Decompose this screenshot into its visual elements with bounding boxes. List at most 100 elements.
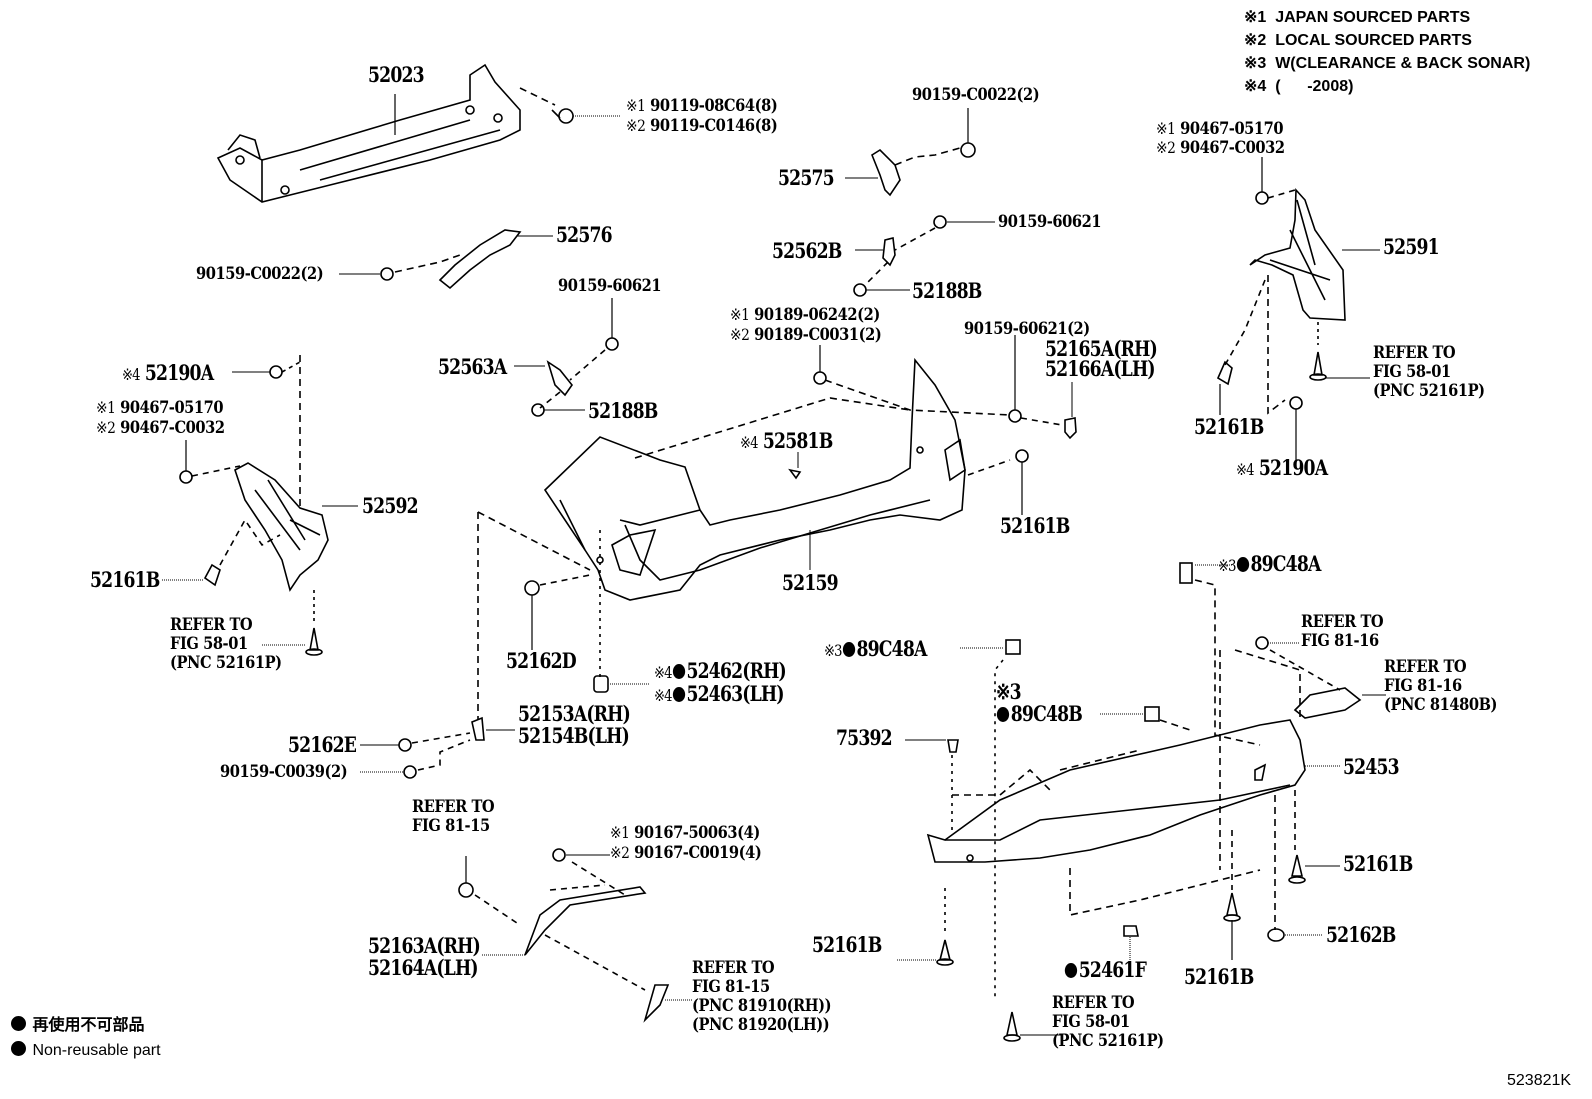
dash-52162e (411, 732, 471, 744)
bracket-52562b (882, 237, 896, 267)
label-refer-58-01-left[interactable]: REFER TO FIG 58-01 (PNC 52161P) (170, 615, 282, 673)
label-52575[interactable]: 52575 (778, 165, 835, 190)
label-52166a[interactable]: 52166A(LH) (1045, 356, 1156, 381)
clip-52161b-r2-icon (1223, 892, 1241, 922)
label-52190a-left[interactable]: ※4 52190A (122, 360, 214, 385)
label-90467-right-jp[interactable]: ※1 90467-05170 (1156, 119, 1284, 139)
label-52563a[interactable]: 52563A (438, 354, 507, 379)
mudguard-52592 (234, 462, 329, 592)
label-52163a[interactable]: 52163A(RH) (368, 933, 481, 958)
dash-52190a-l (281, 361, 301, 373)
dash-52576 (394, 254, 461, 273)
label-90189-jp[interactable]: ※1 90189-06242(2) (730, 305, 880, 325)
label-90119-jp[interactable]: ※1 90119-08C64(8) (626, 96, 778, 116)
label-90159-60621-2[interactable]: 90159-60621(2) (964, 319, 1090, 339)
dash-fig-81-15 (474, 894, 521, 926)
label-52153a[interactable]: 52153A(RH) (518, 701, 631, 726)
label-52161b-right[interactable]: 52161B (1194, 414, 1264, 439)
pad-52581b (788, 468, 802, 480)
clip-52161p-left-icon (305, 627, 323, 656)
dash-52563a (539, 349, 606, 409)
label-52161b-r1[interactable]: 52161B (1343, 851, 1413, 876)
dash-89c48a-lower (994, 659, 1004, 1000)
label-90159-c0022-left[interactable]: 90159-C0022(2) (196, 264, 324, 284)
label-52591[interactable]: 52591 (1383, 234, 1440, 259)
label-refer-81-16-b[interactable]: REFER TO FIG 81-16 (PNC 81480B) (1384, 657, 1497, 715)
legend-item-en: Non-reusable part (10, 1038, 161, 1063)
label-52592[interactable]: 52592 (362, 493, 419, 518)
label-52461f[interactable]: 52461F (1064, 959, 1147, 981)
label-52190a-right[interactable]: ※4 52190A (1236, 455, 1328, 480)
label-90467-left-local[interactable]: ※2 90467-C0032 (96, 418, 225, 438)
label-52161b-low[interactable]: 52161B (812, 932, 882, 957)
label-90159-c0039[interactable]: 90159-C0039(2) (220, 762, 348, 782)
bolt-90159-c0022-left-icon (380, 267, 394, 281)
label-52161b-mid[interactable]: 52161B (1000, 513, 1070, 538)
label-52159[interactable]: 52159 (782, 570, 839, 595)
bracket-52163a (524, 886, 647, 956)
nut-90167-icon (552, 848, 566, 862)
legend: 再使用不可部品 Non-reusable part (10, 1013, 161, 1063)
label-52162d[interactable]: 52162D (506, 648, 577, 673)
clip-52161p-low-icon (1003, 1011, 1021, 1042)
bumper-cover-52159 (543, 357, 966, 601)
label-52165a[interactable]: 52165A(RH) (1045, 336, 1158, 361)
label-90467-left-jp[interactable]: ※1 90467-05170 (96, 398, 224, 418)
mudguard-52591 (1249, 187, 1346, 321)
label-refer-58-01-right[interactable]: REFER TO FIG 58-01 (PNC 52161P) (1373, 343, 1485, 401)
label-52188b-b[interactable]: 52188B (588, 398, 658, 423)
label-90167-jp[interactable]: ※1 90167-50063(4) (610, 823, 760, 843)
label-75392[interactable]: 75392 (836, 725, 893, 750)
label-52453[interactable]: 52453 (1343, 754, 1400, 779)
label-refer-81-16-a[interactable]: REFER TO FIG 81-16 (1301, 612, 1384, 651)
label-52161b-left[interactable]: 52161B (90, 567, 160, 592)
label-90159-60621-a[interactable]: 90159-60621 (998, 212, 1102, 232)
label-refer-81-15-reflector[interactable]: REFER TO FIG 81-15 (PNC 81910(RH)) (PNC … (692, 958, 832, 1035)
label-90189-local[interactable]: ※2 90189-C0031(2) (730, 325, 882, 345)
label-90159-60621-b[interactable]: 90159-60621 (558, 276, 662, 296)
clip-90189-icon (813, 371, 827, 385)
label-52581b[interactable]: ※4 52581B (740, 428, 833, 453)
clip-52190a-right-icon (1289, 396, 1303, 410)
label-89c48b[interactable]: 89C48B (996, 703, 1083, 725)
dash-81480b (1269, 649, 1341, 691)
label-refer-81-15-top[interactable]: REFER TO FIG 81-15 (412, 797, 495, 836)
label-89c48b-mark: ※3 (996, 679, 1022, 704)
dash-81-16 (1234, 649, 1301, 720)
non-reusable-dot-icon (996, 707, 1010, 722)
label-52023[interactable]: 52023 (368, 62, 425, 87)
label-52162e[interactable]: 52162E (288, 732, 357, 757)
label-90467-right-local[interactable]: ※2 90467-C0032 (1156, 138, 1285, 158)
label-52162b[interactable]: 52162B (1326, 922, 1396, 947)
label-52161b-r2[interactable]: 52161B (1184, 964, 1254, 989)
label-52164a[interactable]: 52164A(LH) (368, 955, 479, 980)
pad-52461f (1123, 925, 1139, 937)
clip-52162d-icon (524, 580, 540, 596)
label-52576[interactable]: 52576 (556, 222, 613, 247)
clip-52188b-b-icon (531, 403, 545, 417)
label-52188b-a[interactable]: 52188B (912, 278, 982, 303)
label-52154b[interactable]: 52154B(LH) (518, 723, 630, 748)
label-52562b[interactable]: 52562B (772, 238, 842, 263)
nut-90467-left-icon (179, 470, 193, 484)
label-90119-local[interactable]: ※2 90119-C0146(8) (626, 116, 778, 136)
clip-fig-81-16-icon (1255, 636, 1269, 650)
dash-52165a (1020, 417, 1063, 426)
reflector-81910-icon (643, 984, 670, 1023)
non-reusable-dot-icon (11, 1016, 26, 1031)
lamp-81480b-icon (1293, 687, 1362, 719)
label-refer-58-01-low[interactable]: REFER TO FIG 58-01 (PNC 52161P) (1052, 993, 1164, 1051)
clip-52190a-left-icon (269, 365, 283, 379)
dash-90159-c0039 (417, 739, 471, 771)
reinforcement-beam-52023 (216, 63, 521, 203)
sensor-89c48a-upper-icon (1179, 562, 1193, 584)
non-reusable-dot-icon (672, 664, 685, 679)
label-90159-c0022-top[interactable]: 90159-C0022(2) (912, 85, 1040, 105)
label-90167-local[interactable]: ※2 90167-C0019(4) (610, 843, 762, 863)
dash-90467-left (191, 465, 241, 477)
bracket-52575 (871, 148, 901, 197)
